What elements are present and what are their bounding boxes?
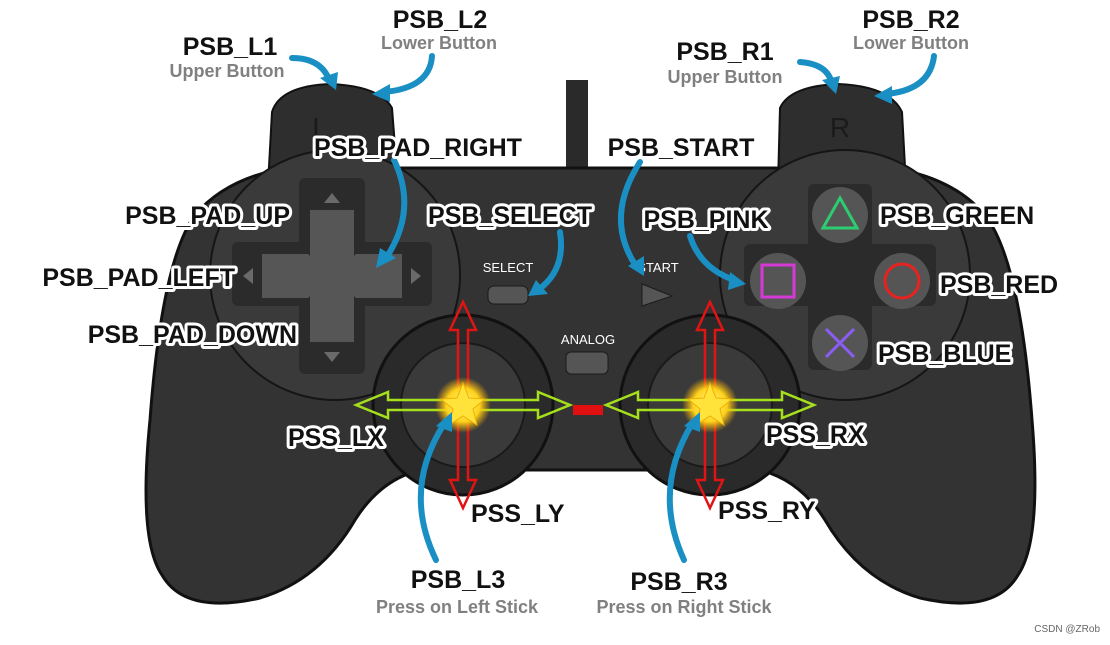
- l3-callout-arrowhead-icon: [436, 412, 452, 432]
- select-device-text: SELECT: [483, 260, 534, 275]
- square-icon: [760, 263, 796, 299]
- label-pss-ly: PSS_LY: [471, 500, 565, 528]
- l1-callout-arrowhead-icon: [320, 72, 338, 90]
- r1-callout-arrowhead-icon: [822, 76, 840, 94]
- r-shoulder-letter: R: [830, 112, 850, 143]
- left-stick-x-axis-arrow: [352, 390, 574, 420]
- r2-callout-arrow-icon: [883, 53, 937, 97]
- dpad-left-arrow-icon: [243, 268, 253, 284]
- face-buttons: [744, 184, 936, 371]
- dpad-down-arrow-icon: [324, 352, 340, 362]
- label-psb-l2: PSB_L2: [393, 6, 487, 34]
- right-stick-x-axis-arrow: [602, 390, 818, 420]
- square-button[interactable]: [750, 253, 806, 309]
- label-psb-pad-up: PSB_PAD_UP: [125, 202, 290, 230]
- triangle-icon: [820, 194, 860, 230]
- l3-callout-arrow-icon: [417, 421, 447, 563]
- label-psb-r1-sub: Upper Button: [668, 67, 783, 87]
- circle-button[interactable]: [874, 253, 930, 309]
- dpad-right-button[interactable]: [334, 254, 402, 298]
- start-button[interactable]: [641, 283, 674, 307]
- dpad-right-arrow-icon: [411, 268, 421, 284]
- r3-callout-arrow-icon: [666, 421, 695, 563]
- analog-button[interactable]: [565, 351, 609, 375]
- start-device-text: START: [637, 260, 678, 275]
- select-callout-arrowhead-icon: [528, 280, 548, 296]
- label-psb-l1: PSB_L1: [183, 33, 278, 61]
- analog-device-text: ANALOG: [561, 332, 615, 347]
- label-psb-pad-right: PSB_PAD_RIGHT: [314, 134, 522, 162]
- label-psb-red: PSB_RED: [940, 271, 1058, 299]
- r2-callout-arrowhead-icon: [874, 86, 892, 104]
- label-psb-l2-sub: Lower Button: [381, 33, 497, 53]
- start-callout-arrow-icon: [617, 159, 643, 269]
- label-psb-start: PSB_START: [608, 134, 755, 162]
- controller-cable: [566, 80, 588, 172]
- circle-icon: [883, 262, 921, 300]
- watermark: CSDN @ZRob: [1034, 624, 1100, 635]
- label-pss-rx: PSS_RX: [766, 421, 865, 449]
- label-psb-pad-left: PSB_PAD_LEFT: [42, 264, 235, 292]
- label-psb-pad-down: PSB_PAD_DOWN: [88, 321, 297, 349]
- pad-right-callout-arrow-icon: [383, 157, 408, 261]
- label-psb-r3-sub: Press on Right Stick: [596, 597, 772, 617]
- start-callout-arrowhead-icon: [628, 256, 644, 276]
- label-psb-l3-sub: Press on Left Stick: [376, 597, 539, 617]
- label-psb-l1-sub: Upper Button: [170, 61, 285, 81]
- dpad-down-button[interactable]: [310, 272, 354, 342]
- r3-callout-arrowhead-icon: [684, 412, 700, 432]
- dpad-up-arrow-icon: [324, 193, 340, 203]
- label-pss-lx: PSS_LX: [288, 424, 384, 452]
- label-psb-blue: PSB_BLUE: [878, 340, 1011, 368]
- l2-callout-arrowhead-icon: [372, 84, 390, 102]
- dpad-up-button[interactable]: [310, 210, 354, 280]
- analog-led: [573, 405, 603, 415]
- callout-arrows: [289, 53, 937, 563]
- label-psb-select: PSB_SELECT: [428, 202, 592, 230]
- right-stick-y-axis-arrow: [695, 299, 725, 511]
- label-psb-l3: PSB_L3: [411, 566, 505, 594]
- label-psb-r1: PSB_R1: [676, 38, 773, 66]
- select-button[interactable]: [487, 285, 529, 305]
- l-shoulder-letter: L: [312, 112, 328, 143]
- cross-icon: [824, 327, 856, 359]
- pad-right-callout-arrowhead-icon: [376, 248, 396, 268]
- pink-callout-arrow-icon: [687, 233, 737, 283]
- label-psb-pink: PSB_PINK: [643, 206, 768, 234]
- label-pss-ry: PSS_RY: [718, 497, 816, 525]
- label-psb-r3: PSB_R3: [630, 568, 727, 596]
- l2-callout-arrow-icon: [381, 53, 435, 95]
- label-psb-r2: PSB_R2: [862, 6, 959, 34]
- dpad-left-button[interactable]: [262, 254, 330, 298]
- pink-callout-arrowhead-icon: [728, 272, 746, 290]
- select-callout-arrow-icon: [535, 229, 564, 293]
- label-psb-r2-sub: Lower Button: [853, 33, 969, 53]
- label-psb-green: PSB_GREEN: [880, 202, 1034, 230]
- left-stick-y-axis-arrow: [448, 299, 478, 511]
